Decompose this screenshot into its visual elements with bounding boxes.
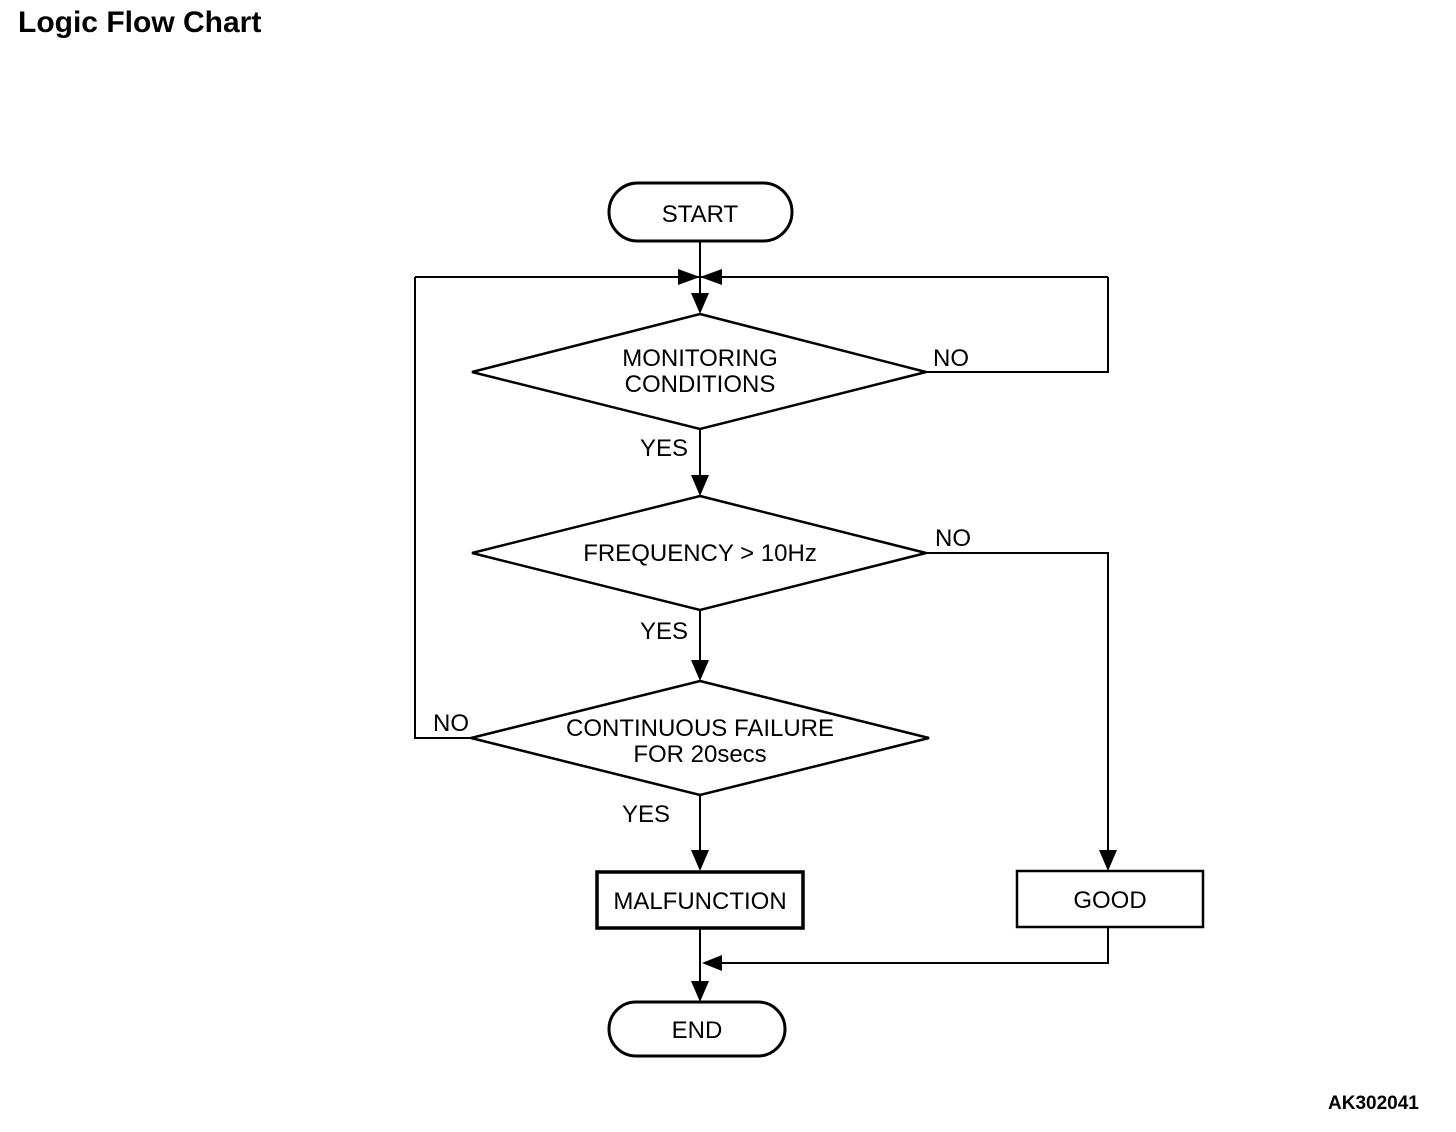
arrowhead-into-failure <box>691 660 709 681</box>
monitoring-no-label: NO <box>933 345 969 372</box>
good-node <box>1015 869 1205 929</box>
failure-yes-label: YES <box>622 801 670 828</box>
end-node <box>607 1000 787 1058</box>
decision-frequency-label: FREQUENCY > 10Hz <box>583 540 817 567</box>
failure-no-label: NO <box>433 710 469 737</box>
arrowhead-into-good <box>1099 850 1117 871</box>
connector-good-to-end-junction <box>722 927 1109 964</box>
page-title: Logic Flow Chart <box>18 6 262 39</box>
frequency-yes-label: YES <box>640 618 688 645</box>
decision-failure-label-line1: CONTINUOUS FAILURE <box>566 715 834 742</box>
arrowhead-right-into-junction <box>700 269 722 285</box>
start-node <box>607 181 794 243</box>
malfunction-node-label: MALFUNCTION <box>613 888 786 915</box>
decision-monitoring-label-line1: MONITORING <box>622 345 778 372</box>
decision-continuous-failure <box>470 679 930 797</box>
connector-monitoring-no-return <box>926 277 1109 373</box>
start-node-label: START <box>662 201 739 228</box>
arrowhead-into-malfunction <box>691 850 709 871</box>
monitoring-yes-label: YES <box>640 435 688 462</box>
decision-failure-label-line2: FOR 20secs <box>633 741 766 768</box>
frequency-no-label: NO <box>935 525 971 552</box>
figure-code: AK302041 <box>1328 1093 1419 1114</box>
arrowhead-left-into-junction <box>678 269 700 285</box>
good-node-label: GOOD <box>1073 887 1146 914</box>
malfunction-node <box>595 870 805 930</box>
decision-monitoring-label-line2: CONDITIONS <box>625 371 776 398</box>
arrowhead-into-end <box>691 981 709 1002</box>
end-node-label: END <box>672 1017 723 1044</box>
arrowhead-into-monitoring <box>691 293 709 314</box>
decision-frequency <box>471 494 927 612</box>
connector-left-return-rail <box>414 277 471 739</box>
decision-monitoring-conditions <box>471 312 927 431</box>
arrowhead-good-into-junction <box>702 955 722 971</box>
connector-frequency-no-to-good <box>926 552 1109 852</box>
arrowhead-into-frequency <box>691 475 709 496</box>
